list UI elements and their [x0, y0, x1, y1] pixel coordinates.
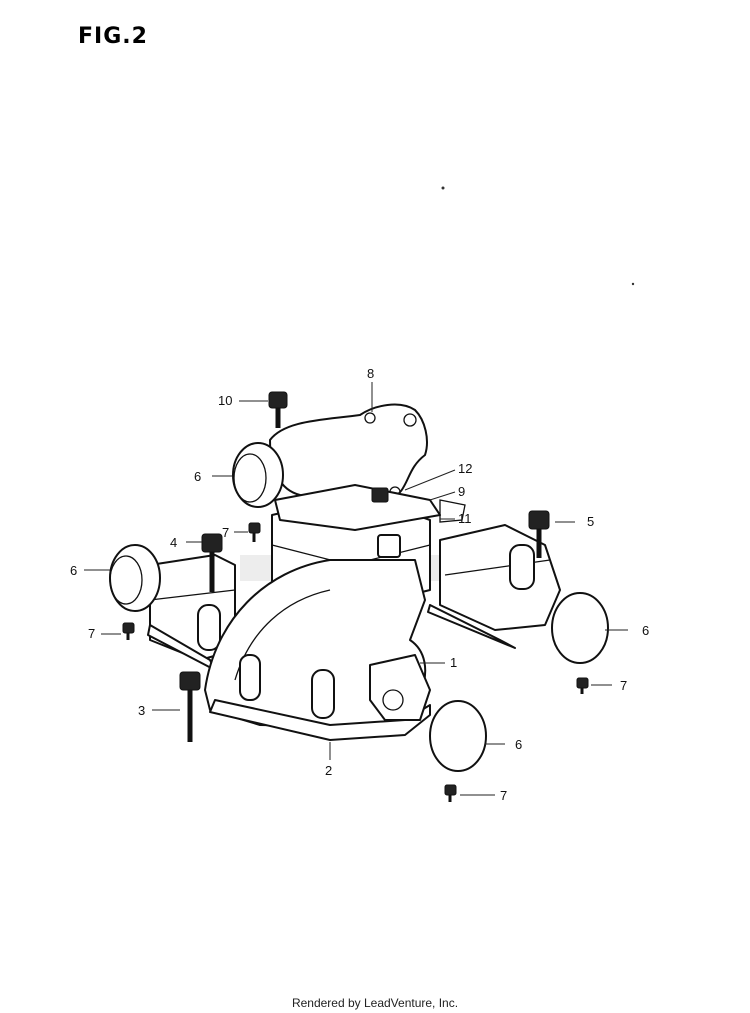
screw-bottom: [444, 784, 457, 802]
bolt-part-10: [268, 391, 288, 428]
callout-12: 12: [458, 461, 472, 476]
cap-upper-left: [232, 442, 284, 508]
leader-lines: [84, 382, 628, 796]
bolt-part-5: [528, 510, 550, 558]
bolts: [179, 391, 550, 742]
callout-7: 7: [620, 678, 627, 693]
callout-9: 9: [458, 484, 465, 499]
callout-6: 6: [194, 469, 201, 484]
main-chamber-part-1: [204, 559, 431, 741]
screw-upper: [248, 522, 261, 542]
callout-3: 3: [138, 703, 145, 718]
right-body-assembly: [427, 524, 561, 649]
caps-part-6: [109, 442, 609, 772]
callout-7: 7: [222, 525, 229, 540]
callout-10: 10: [218, 393, 232, 408]
callout-2: 2: [325, 763, 332, 778]
callout-7: 7: [88, 626, 95, 641]
callout-8: 8: [367, 366, 374, 381]
footer-credit: Rendered by LeadVenture, Inc.: [291, 996, 459, 1010]
screw-right: [576, 677, 589, 694]
callout-6: 6: [70, 563, 77, 578]
callout-4: 4: [170, 535, 177, 550]
callout-11: 11: [458, 511, 472, 526]
screw-left: [122, 622, 135, 640]
cap-lower-center: [429, 700, 487, 772]
screws-part-7: [122, 522, 589, 802]
callout-6: 6: [642, 623, 649, 638]
callout-6: 6: [515, 737, 522, 752]
cap-right: [551, 592, 609, 664]
cap-left: [109, 544, 161, 612]
fitting-parts-11-12: [371, 487, 466, 558]
callout-7: 7: [500, 788, 507, 803]
bolt-part-4: [201, 533, 223, 592]
figure-title: FIG.2: [78, 24, 148, 49]
callout-5: 5: [587, 514, 594, 529]
callouts: 8 10 6 12 9 11 7 4 5 6 7 6 1 7 3 6 2 7: [70, 366, 649, 803]
bolt-part-3: [179, 671, 201, 742]
callout-1: 1: [450, 655, 457, 670]
